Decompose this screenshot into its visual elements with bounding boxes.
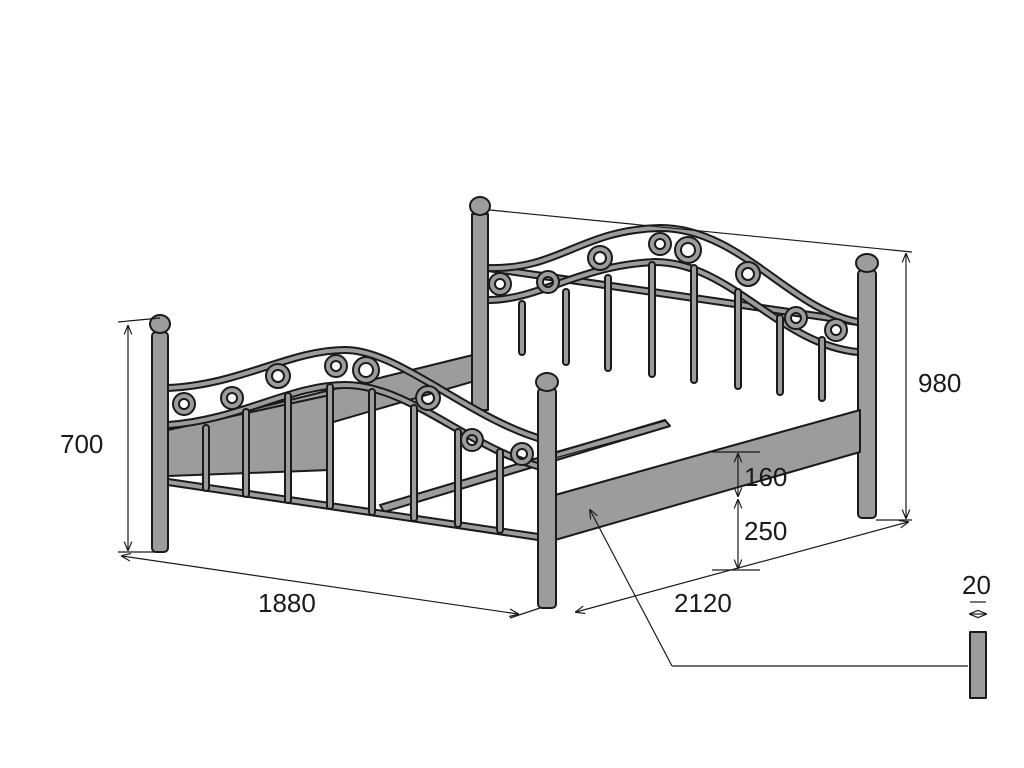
footboard-left-post [149, 314, 171, 553]
width-label: 1880 [258, 588, 316, 618]
footboard [164, 345, 549, 542]
headboard-height-label: 980 [918, 368, 961, 398]
footboard-spindles [202, 383, 504, 534]
footboard-height-label: 700 [60, 429, 103, 459]
headboard-right-post [855, 253, 879, 519]
side-rail-height-label: 160 [744, 462, 787, 492]
clearance-label: 250 [744, 516, 787, 546]
profile-thickness-label: 20 [962, 570, 991, 600]
footboard-right-post [535, 372, 559, 609]
headboard [484, 223, 862, 402]
headboard-scrolls [488, 232, 848, 342]
footboard-scrolls [172, 354, 534, 466]
rail-profile-section [969, 631, 987, 699]
headboard-spindles [518, 261, 826, 402]
dimension-lines [117, 209, 986, 667]
length-label: 2120 [674, 588, 732, 618]
headboard-left-post [469, 196, 491, 411]
